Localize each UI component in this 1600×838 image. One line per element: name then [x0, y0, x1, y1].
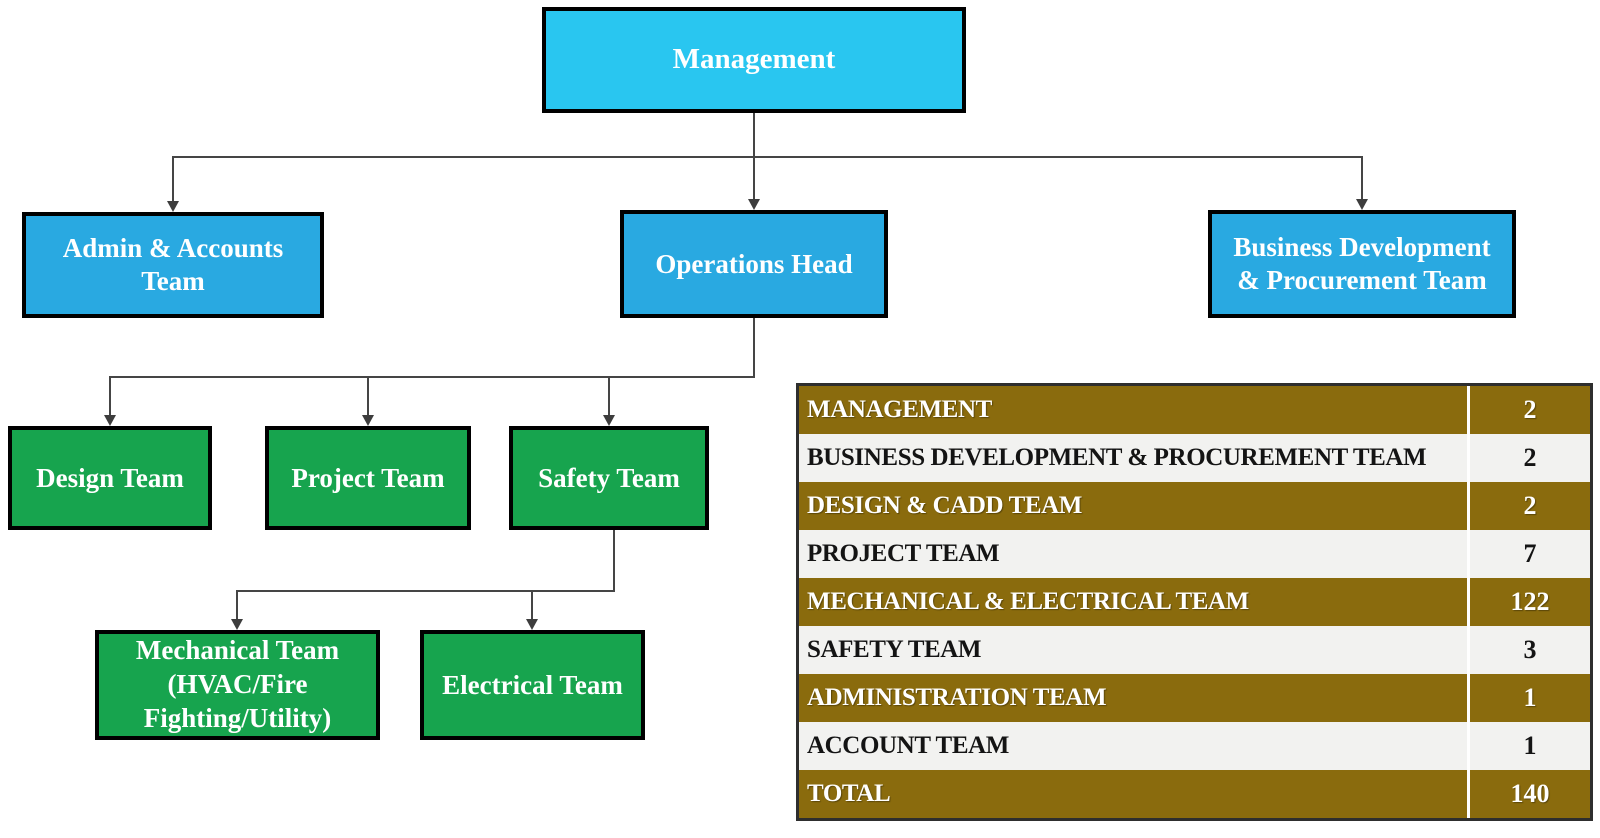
connector-line: [613, 530, 615, 592]
connector-arrowhead-icon: [167, 201, 179, 212]
table-cell-count: 2: [1467, 482, 1590, 530]
connector-arrowhead-icon: [526, 619, 538, 630]
org-node-design-team: Design Team: [8, 426, 212, 530]
table-cell-count: 1: [1467, 722, 1590, 770]
table-cell-team: ADMINISTRATION TEAM: [807, 684, 1107, 711]
connector-arrowhead-icon: [603, 415, 615, 426]
connector-arrowhead-icon: [231, 619, 243, 630]
table-row: BUSINESS DEVELOPMENT & PROCUREMENT TEAM …: [799, 434, 1590, 482]
connector-line: [753, 113, 755, 158]
connector-arrowhead-icon: [362, 415, 374, 426]
table-row: MECHANICAL & ELECTRICAL TEAM 122: [799, 578, 1590, 626]
connector-arrowhead-icon: [104, 415, 116, 426]
table-cell-team: DESIGN & CADD TEAM: [807, 492, 1083, 519]
connector-line: [172, 156, 174, 202]
org-node-business-development-procurement-team: Business Development & Procurement Team: [1208, 210, 1516, 318]
org-node-project-team: Project Team: [265, 426, 471, 530]
connector-line: [753, 156, 755, 200]
table-cell-count: 1: [1467, 674, 1590, 722]
connector-arrowhead-icon: [748, 199, 760, 210]
table-cell-count: 2: [1467, 434, 1590, 482]
table-cell-team: TOTAL: [807, 780, 891, 807]
connector-line: [236, 590, 615, 592]
staff-count-table: MANAGEMENT 2 BUSINESS DEVELOPMENT & PROC…: [796, 383, 1593, 821]
org-node-management: Management: [542, 7, 966, 113]
table-cell-count: 3: [1467, 626, 1590, 674]
table-cell-count: 2: [1467, 386, 1590, 434]
connector-line: [172, 156, 1362, 158]
table-row: DESIGN & CADD TEAM 2: [799, 482, 1590, 530]
connector-line: [236, 590, 238, 620]
table-cell-count: 122: [1467, 578, 1590, 626]
connector-line: [109, 376, 755, 378]
org-node-admin-accounts-team: Admin & Accounts Team: [22, 212, 324, 318]
connector-line: [367, 376, 369, 416]
table-row: ACCOUNT TEAM 1: [799, 722, 1590, 770]
org-node-electrical-team: Electrical Team: [420, 630, 645, 740]
table-cell-count: 140: [1467, 770, 1590, 818]
table-cell-team: MECHANICAL & ELECTRICAL TEAM: [807, 588, 1249, 615]
table-row: PROJECT TEAM 7: [799, 530, 1590, 578]
org-node-operations-head: Operations Head: [620, 210, 888, 318]
connector-arrowhead-icon: [1356, 199, 1368, 210]
org-node-safety-team: Safety Team: [509, 426, 709, 530]
table-cell-team: SAFETY TEAM: [807, 636, 982, 663]
connector-line: [608, 376, 610, 416]
org-node-mechanical-team: Mechanical Team (HVAC/Fire Fighting/Util…: [95, 630, 380, 740]
table-cell-team: ACCOUNT TEAM: [807, 732, 1009, 759]
table-cell-team: MANAGEMENT: [807, 396, 992, 423]
table-row: MANAGEMENT 2: [799, 386, 1590, 434]
connector-line: [109, 376, 111, 416]
connector-line: [531, 590, 533, 620]
table-cell-count: 7: [1467, 530, 1590, 578]
table-row-total: TOTAL 140: [799, 770, 1590, 818]
connector-line: [753, 318, 755, 378]
table-row: ADMINISTRATION TEAM 1: [799, 674, 1590, 722]
table-cell-team: BUSINESS DEVELOPMENT & PROCUREMENT TEAM: [807, 444, 1427, 471]
table-cell-team: PROJECT TEAM: [807, 540, 1000, 567]
table-row: SAFETY TEAM 3: [799, 626, 1590, 674]
connector-line: [1361, 156, 1363, 200]
